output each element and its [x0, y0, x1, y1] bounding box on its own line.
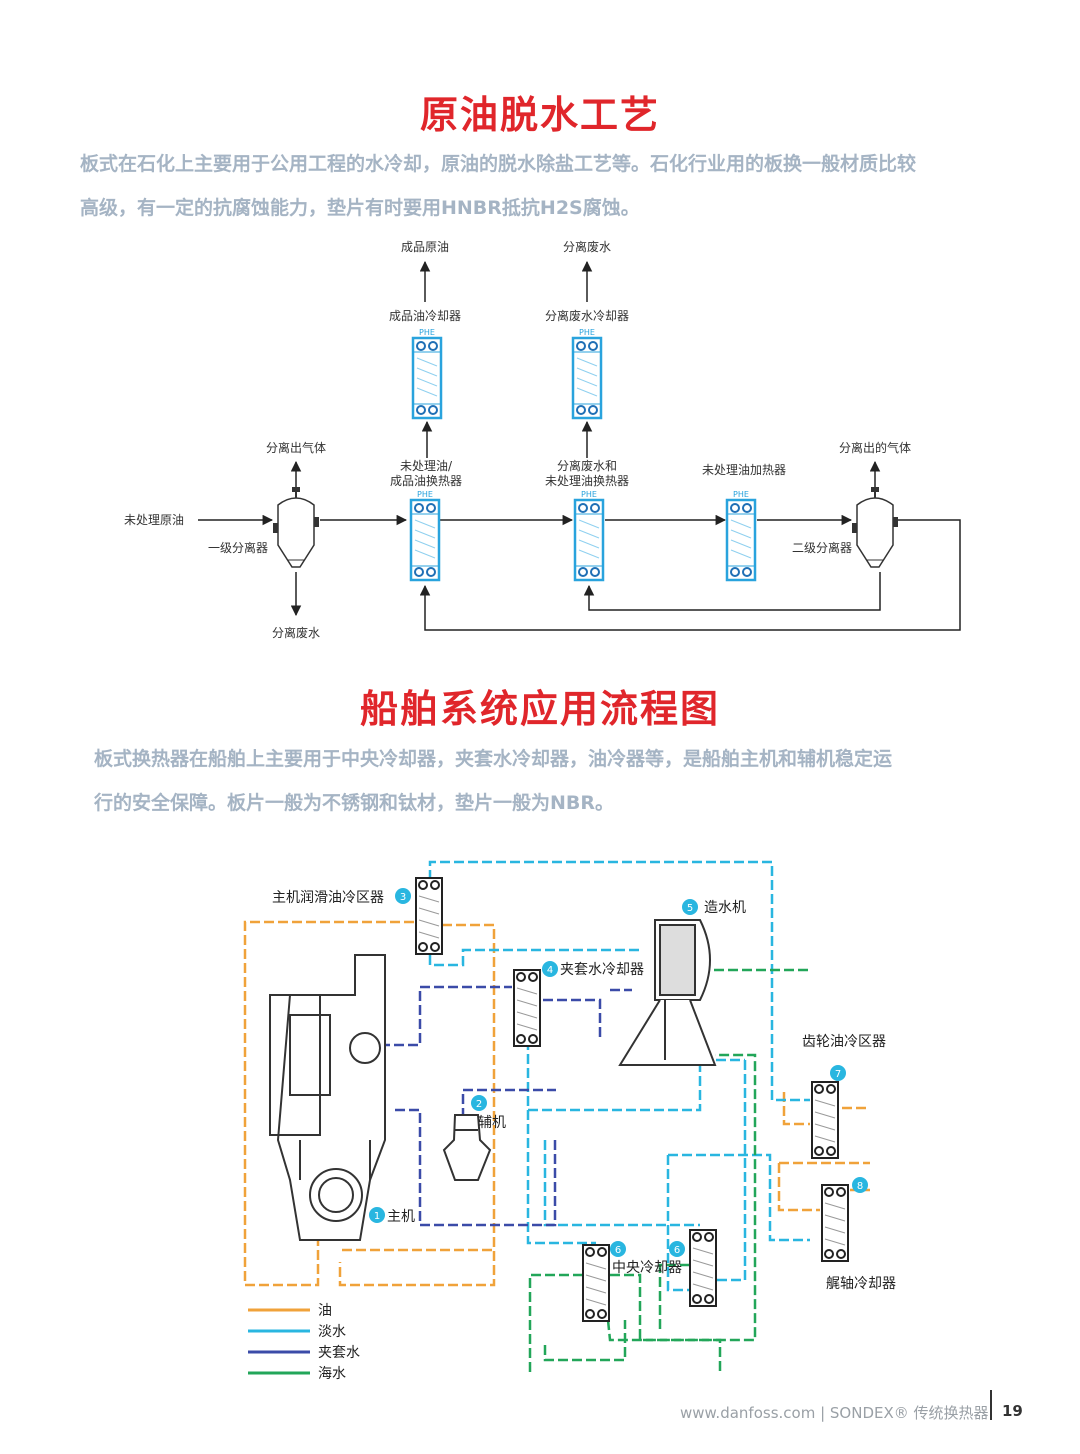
badge-7: 7 — [835, 1069, 841, 1080]
label-separated-gas-2: 分离出的气体 — [839, 440, 911, 455]
badge-8: 8 — [857, 1181, 863, 1192]
badge-2: 2 — [476, 1099, 482, 1110]
section1-para-line2: 高级，有一定的抗腐蚀能力，垫片有时要用HNBR抵抗H2S腐蚀。 — [80, 197, 640, 219]
footer-divider — [990, 1390, 992, 1420]
stern-tube-cooler — [821, 1184, 849, 1262]
badge-3: 3 — [400, 892, 406, 903]
section2-title: 船舶系统应用流程图 — [359, 687, 720, 731]
label-hx2-line2: 未处理油换热器 — [545, 474, 629, 488]
label-central-cooler: 中央冷却器 — [612, 1260, 682, 1276]
section2-para-line1: 板式换热器在船舶上主要用于中央冷却器，夹套水冷却器，油冷器等，是船舶主机和辅机稳… — [94, 748, 893, 770]
section1-paragraph: 板式在石化上主要用于公用工程的水冷却，原油的脱水除盐工艺等。石化行业用的板换一般… — [80, 142, 1010, 230]
label-wastewater-bottom: 分离废水 — [272, 625, 320, 640]
legend-oil: 油 — [318, 1303, 332, 1319]
legend-jacket: 夹套水 — [318, 1345, 360, 1361]
label-untreated-crude: 未处理原油 — [124, 513, 184, 527]
central-cooler-1 — [582, 1244, 610, 1322]
label-product-oil-cooler: 成品油冷却器 — [389, 309, 461, 323]
badge-5: 5 — [687, 903, 693, 914]
central-cooler-2 — [689, 1229, 717, 1307]
badge-1: 1 — [374, 1211, 380, 1222]
label-main-engine: 主机 — [387, 1209, 415, 1225]
lube-oil-cooler — [415, 877, 443, 955]
aux-engine — [442, 1114, 492, 1181]
footer-text: www.danfoss.com | SONDEX® 传统换热器 — [680, 1404, 989, 1422]
label-wastewater-cooler: 分离废水冷却器 — [545, 308, 629, 323]
legend-seawater: 海水 — [318, 1366, 346, 1382]
page-number: 19 — [1002, 1402, 1023, 1420]
legend: 油 淡水 夹套水 海水 — [248, 1303, 360, 1382]
gear-oil-cooler — [811, 1081, 839, 1159]
label-hx1-line2: 成品油换热器 — [390, 474, 462, 488]
label-hx1-line1: 未处理油/ — [400, 459, 453, 473]
main-engine — [269, 954, 386, 1241]
phe-tag: PHE — [419, 328, 435, 337]
phe-tag: PHE — [733, 490, 749, 499]
label-product-oil: 成品原油 — [401, 240, 449, 254]
section2-paragraph: 板式换热器在船舶上主要用于中央冷却器，夹套水冷却器，油冷器等，是船舶主机和辅机稳… — [94, 737, 994, 825]
label-gear-oil-cooler: 齿轮油冷区器 — [802, 1034, 886, 1050]
phe-tag: PHE — [581, 490, 597, 499]
badge-6a: 6 — [615, 1245, 621, 1256]
badge-4: 4 — [547, 965, 553, 976]
label-lube-cooler: 主机润滑油冷区器 — [272, 889, 384, 906]
label-primary-separator: 一级分离器 — [208, 540, 268, 555]
freshwater-generator — [618, 919, 717, 1066]
section2-para-line2: 行的安全保障。板片一般为不锈钢和钛材，垫片一般为NBR。 — [94, 792, 615, 814]
section1-title: 原油脱水工艺 — [419, 93, 660, 137]
label-separated-gas-1: 分离出气体 — [266, 440, 326, 455]
label-secondary-separator: 二级分离器 — [792, 540, 852, 555]
label-heater: 未处理油加热器 — [702, 463, 786, 477]
phe-tag: PHE — [417, 490, 433, 499]
badge-6b: 6 — [674, 1245, 680, 1256]
label-hx2-line1: 分离废水和 — [557, 458, 617, 473]
label-wastewater-top: 分离废水 — [563, 239, 611, 254]
label-jacket-cooler: 夹套水冷却器 — [560, 962, 644, 978]
label-stern-cooler: 艉轴冷却器 — [826, 1276, 896, 1292]
jacket-water-cooler — [513, 969, 541, 1047]
label-freshwater-gen: 造水机 — [704, 900, 746, 916]
crude-oil-diagram: 成品原油 分离废水 成品油冷却器 分离废水冷却器 PHE PHE 分离出气体 未… — [124, 239, 961, 640]
legend-freshwater: 淡水 — [318, 1324, 346, 1340]
phe-tag: PHE — [579, 328, 595, 337]
label-aux-engine: 辅机 — [478, 1115, 506, 1131]
section1-para-line1: 板式在石化上主要用于公用工程的水冷却，原油的脱水除盐工艺等。石化行业用的板换一般… — [80, 153, 917, 175]
